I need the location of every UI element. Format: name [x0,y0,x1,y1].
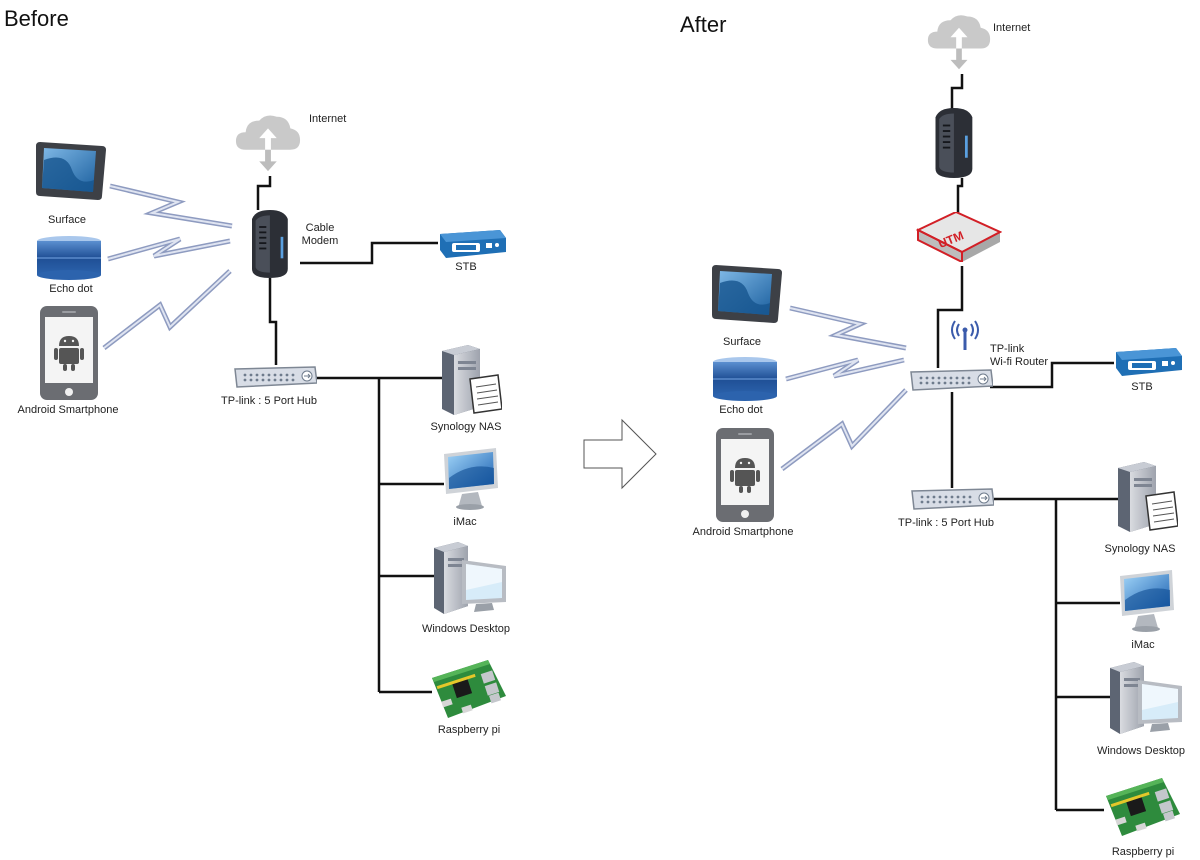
cable-modem-label: Cable Modem [301,222,339,247]
arrow-right-icon [583,419,657,489]
after-section: UTM [712,15,1182,836]
before-wires [256,176,458,694]
wifi-router-icon [910,369,993,391]
android-phone-icon [40,306,98,400]
tablet-icon [712,265,782,323]
echo-dot-label: Echo dot [719,404,763,416]
echo-dot-label: Echo dot [49,283,93,295]
surface-label: Surface [723,336,761,348]
server-icon [441,345,502,415]
wifi-antenna-icon [950,320,980,350]
after-title: After [680,12,727,37]
nas-label: Synology NAS [430,421,502,433]
after-wires [936,74,1136,812]
raspberry-pi-label: Raspberry pi [437,724,501,736]
server-icon [1117,462,1178,532]
android-label: Android Smartphone [692,526,794,538]
after-wireless-highlight [781,307,907,470]
hub-label: TP-link : 5 Port Hub [898,517,994,529]
raspberry-pi-icon [432,660,506,718]
internet-label: Internet [309,113,347,125]
internet-cloud-icon [927,15,991,70]
before-title: Before [4,6,69,31]
set-top-box-icon [1116,348,1182,376]
network-hub-icon [234,366,317,388]
raspberry-pi-label: Raspberry pi [1111,846,1175,858]
imac-icon [1120,570,1174,632]
internet-label: Internet [993,22,1031,34]
windows-desktop-label: Windows Desktop [421,623,511,635]
smart-speaker-icon [37,236,101,280]
tablet-icon [36,142,106,200]
imac-icon [444,448,498,510]
android-phone-icon [716,428,774,522]
desktop-pc-icon [1110,662,1182,734]
nas-label: Synology NAS [1104,543,1176,555]
internet-cloud-icon [235,115,301,172]
windows-desktop-label: Windows Desktop [1096,745,1186,757]
network-hub-icon [911,488,994,510]
wifi-router-label: TP-link Wi-fi Router [990,343,1049,368]
before-section [36,115,506,718]
smart-speaker-icon [713,357,777,401]
stb-label: STB [455,261,477,273]
hub-label: TP-link : 5 Port Hub [221,395,317,407]
stb-label: STB [1131,381,1153,393]
raspberry-pi-icon [1106,778,1180,836]
desktop-pc-icon [434,542,506,614]
android-label: Android Smartphone [17,404,119,416]
imac-label: iMac [1131,639,1155,651]
before-wireless-highlight [103,185,233,349]
imac-label: iMac [453,516,477,528]
set-top-box-icon [440,230,506,258]
modem-icon [252,210,288,278]
modem-icon [935,108,973,178]
surface-label: Surface [48,214,86,226]
